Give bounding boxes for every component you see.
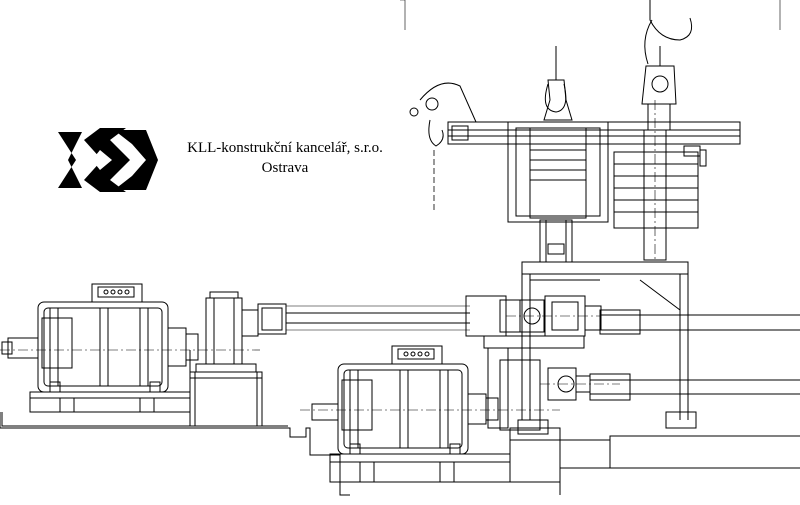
kll-logo-icon (58, 128, 158, 192)
company-city: Ostrava (261, 160, 309, 176)
crane-beam (447, 100, 741, 262)
left-gearbox (189, 291, 287, 427)
company-name: KLL-konstrukční kancelář, s.r.o. (187, 140, 383, 156)
company-block: KLL-konstrukční kancelář, s.r.o. Ostrava (165, 138, 405, 178)
column (517, 219, 697, 435)
right-couplings (506, 299, 620, 385)
drive-shafts (286, 305, 800, 401)
crane-hooks (409, 0, 693, 210)
right-motor (300, 345, 560, 483)
left-motor (0, 283, 260, 413)
